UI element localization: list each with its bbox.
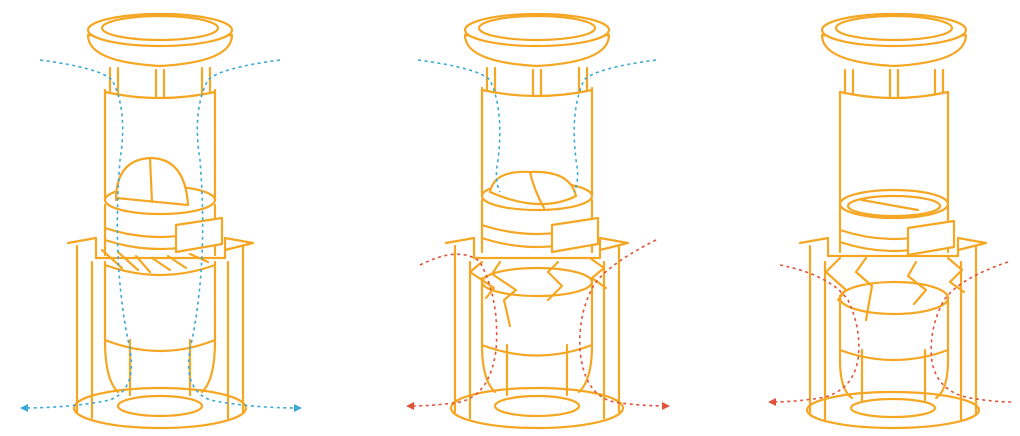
upper-tube	[838, 90, 950, 206]
bracket-plate	[798, 236, 988, 258]
cap-struts	[843, 68, 945, 100]
base-ring-inner	[493, 394, 581, 418]
base-ring-outer	[72, 386, 248, 430]
unit-3	[768, 12, 1013, 430]
upper-tube	[480, 86, 594, 198]
airflow-out-right	[579, 239, 670, 410]
lower-cylinder	[103, 260, 217, 394]
cap-lid	[477, 14, 597, 42]
cap-lid	[834, 14, 954, 42]
damper-flap-edge	[528, 170, 546, 210]
damper-flap-edge	[860, 198, 920, 212]
upper-tube-top	[838, 90, 950, 100]
upper-tube	[103, 88, 217, 202]
lower-cylinder-band	[103, 338, 217, 353]
unit-2	[406, 12, 670, 430]
legs	[75, 244, 245, 420]
damper-flap	[488, 170, 578, 206]
louver-zigzag	[468, 256, 608, 328]
lower-cylinder-top	[480, 266, 594, 298]
bracket-plate	[66, 236, 255, 260]
lower-legs	[860, 348, 927, 402]
legs	[453, 244, 621, 420]
airflow-out-left	[768, 264, 860, 406]
cap-top	[463, 12, 611, 48]
cap-lid	[100, 14, 220, 42]
upper-tube-top	[103, 90, 217, 100]
lower-cylinder-top	[103, 263, 217, 277]
unit-1	[20, 12, 302, 430]
cap-struts	[108, 66, 212, 100]
legs	[808, 244, 978, 422]
lower-cylinder	[838, 294, 950, 400]
side-box	[906, 219, 956, 257]
cap-struts	[485, 66, 589, 98]
base-ring-outer	[805, 390, 981, 430]
airflow-out-left	[406, 253, 498, 410]
damper-flap-edge	[148, 156, 154, 204]
damper-rim	[838, 188, 950, 220]
louver-zigzag	[824, 256, 966, 322]
lower-cylinder-band	[480, 343, 594, 357]
lower-cylinder-top	[838, 280, 950, 316]
airflow-out-right	[930, 261, 1013, 403]
cap-top	[820, 12, 968, 48]
damper-flap-closed	[846, 194, 942, 218]
bracket-plate	[444, 236, 630, 260]
side-box	[550, 216, 600, 254]
louver-vanes	[100, 248, 210, 274]
base-ring-inner	[849, 397, 937, 419]
lower-legs	[505, 343, 569, 397]
base-ring-inner	[116, 394, 204, 418]
base-ring-outer	[449, 386, 625, 430]
cap-top	[86, 12, 234, 48]
side-box	[174, 216, 224, 254]
upper-tube-top	[480, 88, 594, 98]
lower-cylinder-band	[838, 348, 950, 362]
lower-legs	[128, 338, 192, 397]
